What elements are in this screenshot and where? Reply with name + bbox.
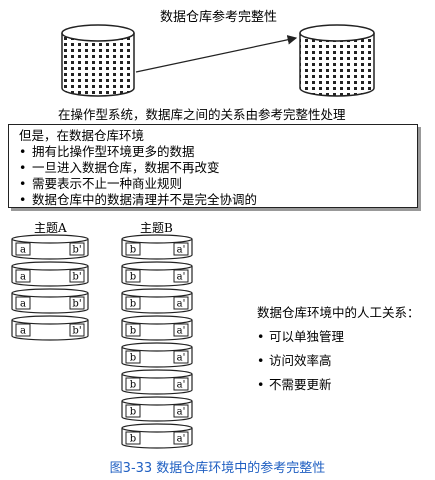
topic-b-key-label: a' [177, 353, 186, 364]
topic-b-key-label: b [130, 380, 136, 391]
topic-b-key-box [173, 350, 189, 364]
topic-b-key-label: b [130, 326, 136, 337]
topic-b-key-box [173, 296, 189, 310]
topic-b-disk: b a' [121, 234, 193, 260]
topic-b-key-label: b [130, 407, 136, 418]
topic-a-key-box [69, 269, 85, 283]
box-bullet: 拥有比操作型环境更多的数据 [19, 144, 417, 160]
box-bullet: 数据仓库中的数据清理并不是完全协调的 [19, 192, 417, 208]
box-bullet: 需要表示不止一种商业规则 [19, 176, 417, 192]
topic-b-label: 主题B [140, 221, 173, 235]
page-title: 数据仓库参考完整性 [160, 10, 278, 25]
topic-b-key-label: b [130, 299, 136, 310]
topic-b-key-label: b [130, 245, 136, 256]
topic-a-key-label: b' [72, 272, 81, 283]
topic-b-stack: b a' b a' b a' b a' b a' b a' b a' b a' [121, 234, 193, 449]
topic-a-disk: a b' [11, 288, 89, 314]
topic-a-key-box [15, 242, 31, 256]
artificial-relations-panel: 数据仓库环境中的人工关系： 可以单独管理 访问效率高 不需要更新 [257, 301, 435, 397]
topic-b-key-label: b [130, 353, 136, 364]
topic-a-key-label: b' [72, 245, 81, 256]
topic-a-key-box [69, 323, 85, 337]
topic-b-disk: b a' [121, 342, 193, 368]
artificial-relations-bullet: 不需要更新 [257, 373, 435, 397]
topic-b-key-box [173, 431, 189, 445]
topic-a-disk: a b' [11, 315, 89, 341]
topic-b-key-box [173, 323, 189, 337]
operational-caption: 在操作型系统，数据库之间的关系由参考完整性处理 [58, 107, 346, 122]
topic-b-key-box [125, 404, 141, 418]
topic-b-key-box [173, 242, 189, 256]
topic-b-disk: b a' [121, 423, 193, 449]
topic-a-key-box [15, 296, 31, 310]
topic-a-key-label: a [20, 326, 26, 337]
artificial-relations-heading: 数据仓库环境中的人工关系： [257, 305, 420, 320]
topic-b-key-label: a' [177, 380, 186, 391]
warehouse-notes-box: 但是，在数据仓库环境 拥有比操作型环境更多的数据 一旦进入数据仓库，数据不再改变… [8, 124, 418, 208]
topic-a-key-label: a [20, 299, 26, 310]
box-bullet: 一旦进入数据仓库，数据不再改变 [19, 160, 417, 176]
topic-b-key-box [125, 323, 141, 337]
database-left-icon [61, 24, 135, 97]
figure-caption: 图3-33 数据仓库环境中的参考完整性 [109, 461, 326, 476]
topic-b-disk: b a' [121, 288, 193, 314]
topic-a-key-label: b' [72, 299, 81, 310]
topic-b-disk: b a' [121, 315, 193, 341]
topic-b-key-label: b [130, 272, 136, 283]
topic-a-key-label: b' [72, 326, 81, 337]
artificial-relations-bullet: 可以单独管理 [257, 325, 435, 349]
relation-arrow [135, 35, 298, 73]
topic-b-key-label: a' [177, 299, 186, 310]
topic-a-key-box [15, 323, 31, 337]
topic-b-key-box [125, 350, 141, 364]
topic-a-key-box [69, 242, 85, 256]
topic-b-key-box [173, 269, 189, 283]
topic-b-key-label: a' [177, 272, 186, 283]
topic-b-key-box [125, 296, 141, 310]
topic-b-key-box [125, 431, 141, 445]
topic-a-key-label: a [20, 245, 26, 256]
box-heading: 但是，在数据仓库环境 [19, 128, 145, 143]
topic-b-key-label: a' [177, 407, 186, 418]
topic-b-key-box [125, 269, 141, 283]
topic-b-disk: b a' [121, 369, 193, 395]
topic-b-key-box [173, 404, 189, 418]
database-right-icon [299, 24, 375, 97]
topic-a-disk: a b' [11, 234, 89, 260]
topic-b-key-label: a' [177, 434, 186, 445]
topic-b-key-label: b [130, 434, 136, 445]
topic-b-key-label: a' [177, 326, 186, 337]
topic-b-disk: b a' [121, 261, 193, 287]
topic-a-key-box [69, 296, 85, 310]
topic-b-key-box [125, 377, 141, 391]
topic-a-key-label: a [20, 272, 26, 283]
topic-a-disk: a b' [11, 261, 89, 287]
topic-a-key-box [15, 269, 31, 283]
topic-b-disk: b a' [121, 396, 193, 422]
topic-b-key-box [125, 242, 141, 256]
topic-a-stack: a b' a b' a b' a b' [11, 234, 89, 341]
topic-b-key-label: a' [177, 245, 186, 256]
topic-b-key-box [173, 377, 189, 391]
artificial-relations-bullet: 访问效率高 [257, 349, 435, 373]
topic-a-label: 主题A [34, 221, 67, 235]
